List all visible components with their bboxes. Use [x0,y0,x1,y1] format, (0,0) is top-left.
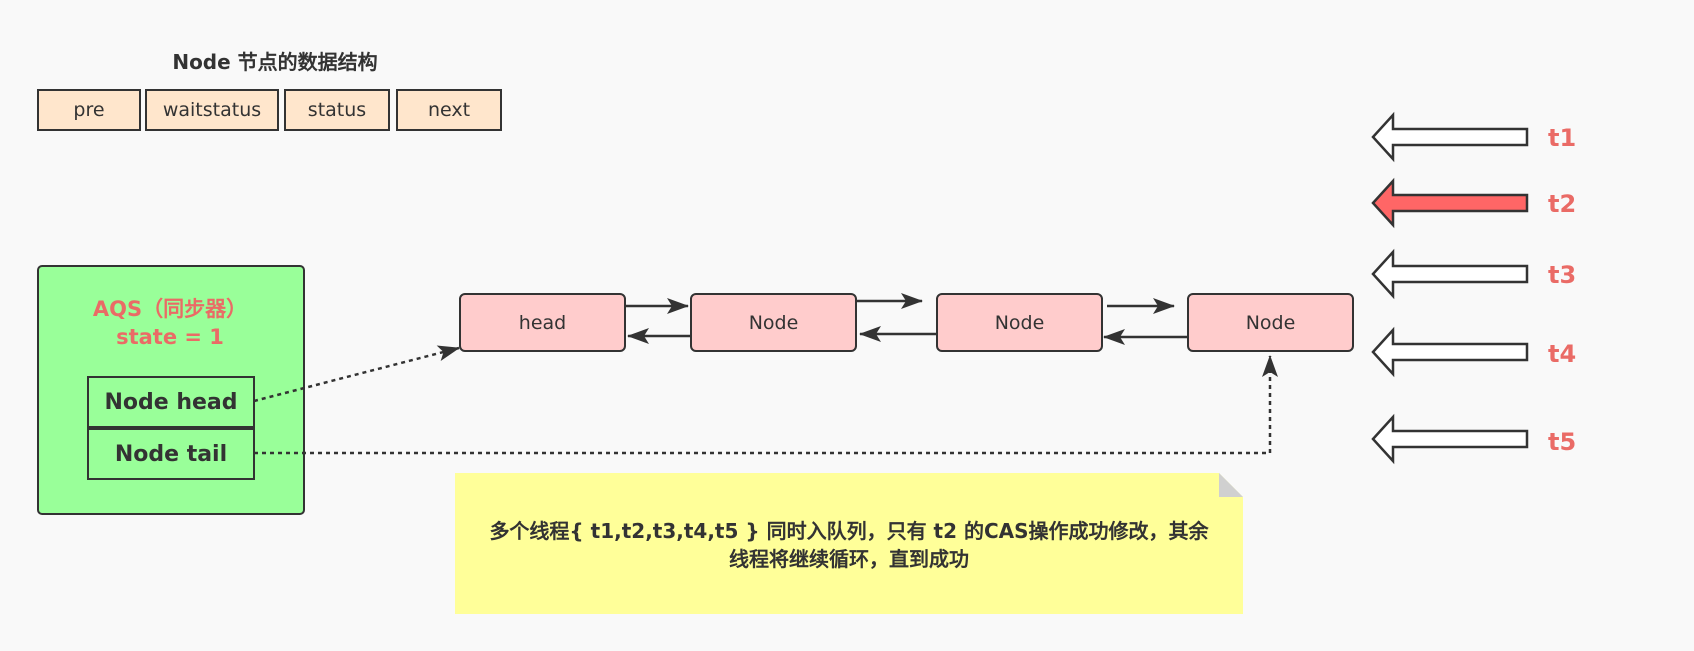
link-node1-node2 [857,293,936,342]
link-node2-node3 [1103,298,1187,345]
thread-label-t2: t2 [1548,190,1577,218]
thread-arrow-t3 [1371,248,1529,300]
head-pointer [253,345,460,403]
note-line-2: 线程将继续循环，直到成功 [729,547,969,571]
link-head-node1 [626,298,690,344]
thread-label-t3: t3 [1548,261,1577,289]
queue-node-2: Node [936,293,1103,352]
thread-label-t4: t4 [1548,340,1577,368]
thread-arrow-t5 [1371,413,1529,465]
note-line-1: 多个线程{ t1,t2,t3,t4,t5 } 同时入队列，只有 t2 的CAS操… [489,519,1209,543]
field-pre: pre [37,89,141,131]
thread-label-t1: t1 [1548,124,1577,152]
queue-node-tail: Node [1187,293,1354,352]
aqs-node-tail: Node tail [87,428,255,480]
note-text: 多个线程{ t1,t2,t3,t4,t5 } 同时入队列，只有 t2 的CAS操… [462,517,1236,573]
thread-arrows [1371,111,1529,465]
thread-arrow-t4 [1371,326,1529,378]
field-status: status [284,89,390,131]
thread-arrow-t1 [1371,111,1529,163]
aqs-node-head: Node head [87,376,255,428]
aqs-title: AQS（同步器） state = 1 [60,295,280,351]
aqs-title-name: AQS（同步器） [92,297,248,321]
aqs-state: state = 1 [116,325,224,349]
note-box [455,473,1243,614]
node-struct-title: Node 节点的数据结构 [172,50,378,74]
thread-arrow-t2 [1371,177,1529,229]
field-next: next [396,89,502,131]
queue-node-head: head [459,293,626,352]
queue-node-1: Node [690,293,857,352]
field-waitstatus: waitstatus [145,89,279,131]
tail-pointer [254,355,1278,455]
thread-label-t5: t5 [1548,428,1577,456]
